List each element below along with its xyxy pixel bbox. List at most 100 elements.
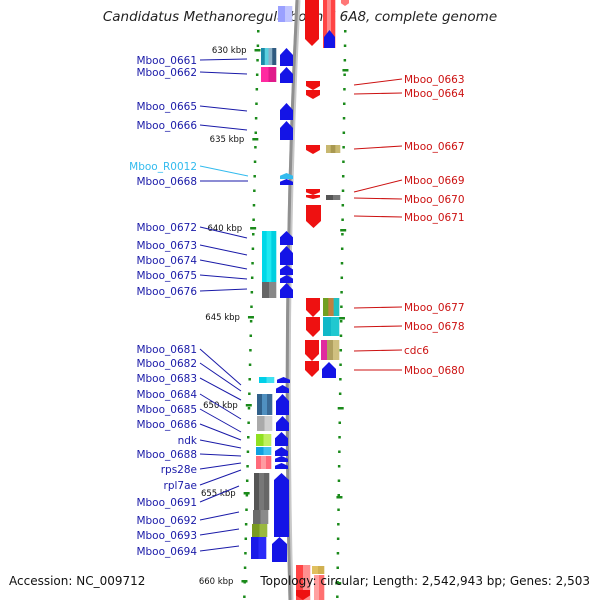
gene-forward — [280, 67, 293, 83]
domain-swatch — [251, 537, 259, 559]
domain-swatch — [262, 394, 268, 415]
domain-swatch — [261, 48, 266, 65]
domain-swatch-layer — [251, 0, 341, 600]
tick-dot — [337, 523, 340, 526]
tick-dot — [255, 88, 259, 91]
gene-label-right: Mboo_0669 — [404, 175, 465, 187]
tick-dot — [341, 233, 344, 236]
domain-swatch — [259, 473, 265, 510]
leader-line — [353, 215, 403, 218]
gene-forward — [280, 275, 293, 283]
tick-dot — [337, 508, 340, 511]
gene-label-left: Mboo_0665 — [136, 101, 197, 113]
leader-line — [199, 348, 242, 386]
domain-swatch — [278, 6, 286, 22]
tick-dot — [245, 508, 248, 511]
leader-line — [353, 78, 403, 86]
tick-dot — [251, 247, 255, 250]
domain-swatch — [263, 434, 272, 446]
domain-swatch — [257, 394, 263, 415]
kbp-tick — [336, 496, 343, 499]
domain-swatch — [327, 340, 334, 360]
domain-swatch — [296, 565, 304, 600]
tick-dot — [245, 479, 249, 482]
gene-reverse — [306, 145, 320, 154]
leader-line — [353, 145, 403, 150]
leader-line — [199, 288, 248, 292]
gene-label-left: Mboo_0694 — [136, 546, 197, 558]
gene-forward — [272, 537, 287, 562]
kbp-tick — [342, 69, 349, 72]
tick-dot — [337, 494, 340, 497]
gene-label-layer: Mboo_0661Mboo_0662Mboo_0665Mboo_0666Mboo… — [129, 55, 465, 558]
tick-dot — [342, 117, 346, 120]
domain-swatch — [252, 524, 260, 537]
domain-swatch — [268, 48, 273, 65]
domain-swatch — [323, 0, 328, 48]
domain-swatch — [256, 447, 264, 455]
domain-swatch — [259, 377, 267, 383]
tick-dot — [341, 204, 345, 207]
gene-label-left: Mboo_0686 — [136, 419, 197, 431]
domain-swatch — [256, 434, 264, 446]
tick-dot — [250, 291, 254, 294]
kbp-tick — [247, 316, 254, 319]
tick-dot — [336, 566, 339, 569]
leader-line — [199, 528, 240, 536]
gene-label-right: Mboo_0678 — [404, 321, 465, 333]
domain-swatch — [266, 377, 275, 383]
gene-forward — [280, 48, 293, 66]
tick-dot — [254, 146, 257, 149]
domain-swatch — [333, 195, 341, 200]
tick-dot — [343, 44, 347, 47]
leader-line — [199, 439, 242, 449]
tick-dot — [251, 262, 254, 265]
gene-label-left: Mboo_0683 — [136, 373, 197, 385]
leader-line — [199, 71, 248, 75]
gene-label-right: Mboo_0671 — [404, 212, 465, 224]
tick-dot — [342, 102, 346, 105]
tick-layer — [241, 30, 349, 598]
gene-forward — [324, 30, 335, 48]
domain-swatch — [262, 282, 270, 298]
leader-line — [353, 179, 403, 193]
leader-line — [199, 362, 242, 392]
domain-swatch — [261, 67, 269, 82]
tick-dot — [342, 146, 345, 149]
gene-label-left: Mboo_0684 — [136, 389, 197, 401]
genome-summary-text: Topology: circular; Length: 2,542,943 bp… — [260, 574, 590, 588]
kbp-tick — [245, 404, 252, 407]
domain-swatch — [259, 524, 268, 537]
tick-dot — [338, 436, 341, 439]
leader-line — [199, 462, 242, 470]
tick-dot — [341, 189, 345, 192]
tick-dot — [336, 537, 340, 540]
tick-dot — [252, 204, 256, 207]
kbp-tick — [243, 492, 250, 495]
tick-dot — [245, 494, 249, 497]
tick-dot — [343, 73, 346, 76]
gene-label-right: Mboo_0680 — [404, 365, 465, 377]
tick-dot — [256, 59, 259, 62]
leader-line — [199, 423, 242, 441]
gene-reverse — [306, 205, 321, 228]
tick-dot — [254, 117, 258, 120]
gene-label-left: Mboo_0661 — [136, 55, 197, 67]
gene-label-right: Mboo_0664 — [404, 88, 465, 100]
gene-label-left: rpl7ae — [164, 480, 197, 492]
tick-dot — [243, 595, 246, 598]
domain-swatch — [327, 0, 332, 48]
tick-dot — [244, 552, 247, 555]
tick-dot — [250, 276, 254, 279]
domain-swatch — [333, 340, 340, 360]
tick-dot — [343, 59, 347, 62]
gene-label-left: Mboo_0662 — [136, 67, 197, 79]
gene-label-left: Mboo_0682 — [136, 358, 197, 370]
tick-dot — [340, 305, 343, 308]
tick-dot — [244, 523, 248, 526]
leader-line — [353, 306, 403, 309]
gene-forward — [280, 283, 293, 298]
tick-dot — [255, 73, 259, 76]
domain-swatch — [285, 6, 293, 22]
gene-reverse — [306, 195, 320, 199]
